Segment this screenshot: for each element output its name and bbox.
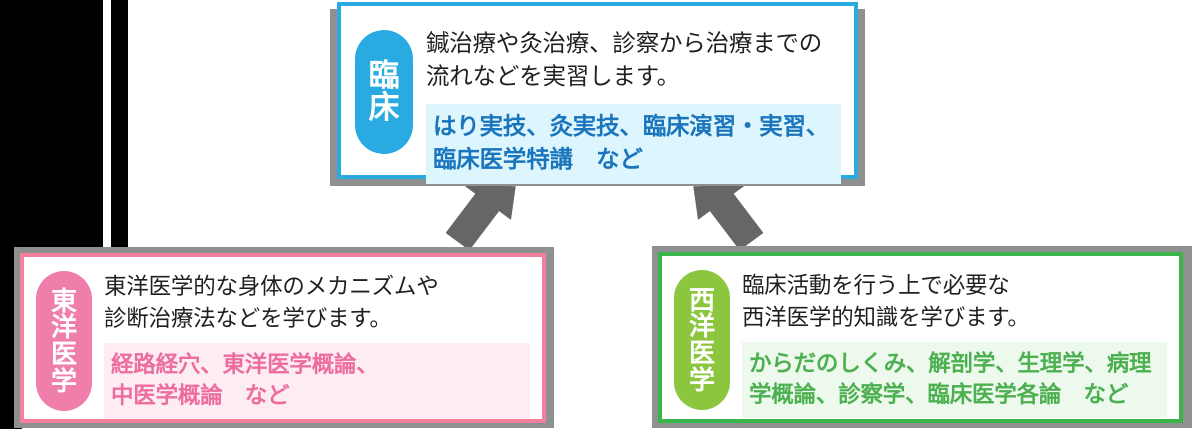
- western-medicine-card: 西 洋 医 学 臨床活動を行う上で必要な 西洋医学的知識を学びます。 からだのし…: [658, 252, 1183, 423]
- oriental-badge-char-4: 学: [50, 365, 77, 396]
- arrow-up-right-icon: [446, 184, 516, 251]
- clinical-card-body: 鍼治療や灸治療、診察から治療までの 流れなどを実習します。 はり実技、灸実技、臨…: [413, 18, 841, 184]
- clinical-description: 鍼治療や灸治療、診察から治療までの 流れなどを実習します。: [426, 30, 823, 90]
- clinical-badge-char-2: 床: [368, 90, 400, 125]
- clinical-badge: 臨 床: [355, 30, 413, 154]
- western-subjects: からだのしくみ、解剖学、生理学、病理 学概論、診察学、臨床医学各論 など: [742, 341, 1167, 418]
- left-black-bar: [111, 0, 128, 261]
- oriental-badge-char-1: 東: [50, 285, 77, 316]
- oriental-badge-char-3: 医: [50, 339, 77, 369]
- oriental-card-body: 東洋医学的な身体のメカニズムや 診断治療法などを学びます。 経路経穴、東洋医学概…: [92, 267, 530, 419]
- clinical-card: 臨 床 鍼治療や灸治療、診察から治療までの 流れなどを実習します。 はり実技、灸…: [337, 2, 858, 184]
- oriental-subjects: 経路経穴、東洋医学概論、 中医学概論 など: [104, 342, 530, 419]
- western-badge-char-3: 医: [688, 338, 715, 368]
- oriental-description: 東洋医学的な身体のメカニズムや 診断治療法などを学びます。: [104, 274, 439, 331]
- clinical-subjects: はり実技、灸実技、臨床演習・実習、 臨床医学特講 など: [426, 103, 841, 184]
- oriental-badge: 東 洋 医 学: [36, 271, 92, 411]
- clinical-badge-char-1: 臨: [368, 58, 400, 94]
- western-badge-char-1: 西: [688, 284, 715, 315]
- left-black-panel: [0, 0, 103, 248]
- western-badge: 西 洋 医 学: [674, 270, 730, 410]
- oriental-badge-char-2: 洋: [50, 312, 77, 343]
- oriental-medicine-card: 東 洋 医 学 東洋医学的な身体のメカニズムや 診断治療法などを学びます。 経路…: [20, 253, 546, 423]
- arrow-up-left-icon: [693, 184, 763, 251]
- western-card-body: 臨床活動を行う上で必要な 西洋医学的知識を学びます。 からだのしくみ、解剖学、生…: [730, 266, 1167, 418]
- western-description: 臨床活動を行う上で必要な 西洋医学的知識を学びます。: [742, 273, 1030, 330]
- western-badge-char-2: 洋: [688, 311, 715, 342]
- western-badge-char-4: 学: [688, 364, 715, 395]
